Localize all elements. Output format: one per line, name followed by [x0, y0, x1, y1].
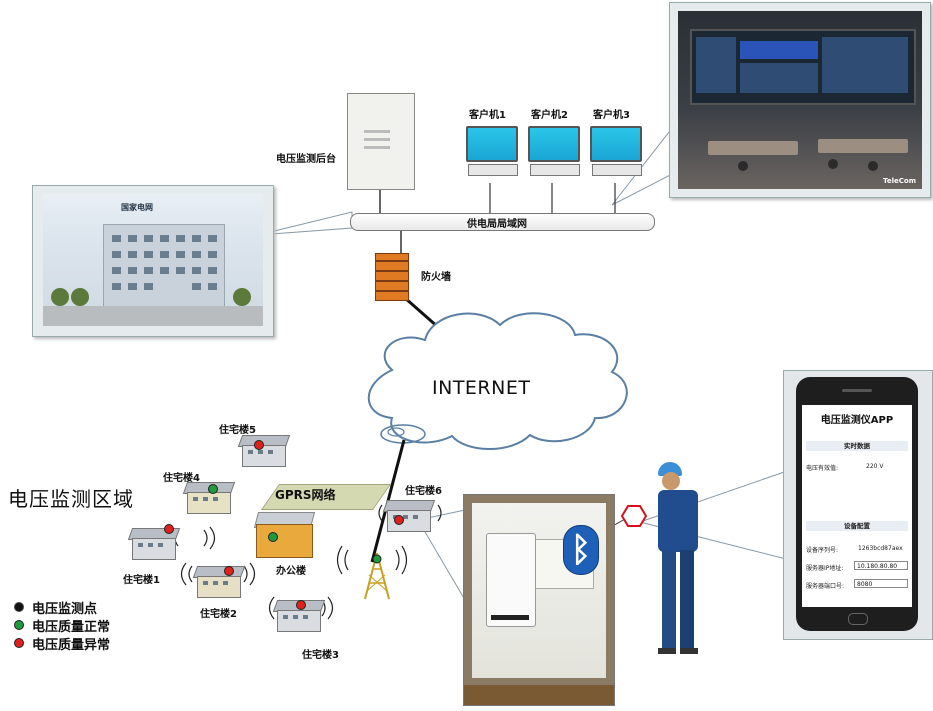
- lan-bus: [350, 213, 655, 231]
- building2-icon: [192, 566, 246, 598]
- building6-icon: [382, 500, 436, 532]
- tree: [71, 288, 89, 306]
- building2-label: 住宅楼2: [200, 609, 237, 620]
- gprs-label: GPRS网络: [275, 488, 336, 502]
- control-room-photo-frame: TeleCom: [669, 2, 931, 198]
- headquarters-building: [103, 224, 225, 316]
- handheld-marker: [620, 505, 648, 527]
- client2-label: 客户机2: [531, 110, 568, 121]
- app-title: 电压监测仪APP: [820, 415, 894, 426]
- control-room-logo: TeleCom: [883, 177, 916, 185]
- office-status-dot: [268, 532, 278, 542]
- building6-label: 住宅楼6: [405, 486, 442, 497]
- chair: [828, 159, 838, 169]
- ip-label: 服务器IP地址:: [806, 565, 844, 572]
- legend-label: 电压质量正常: [32, 620, 111, 635]
- bluetooth-icon: ᛒ: [563, 525, 599, 575]
- chair: [738, 161, 748, 171]
- realtime-section-header: 实时数据: [806, 441, 908, 451]
- serial-label: 设备序列号:: [806, 547, 839, 554]
- hq-logo-text: 国家电网: [121, 203, 153, 212]
- server-cabinet-icon: [347, 93, 415, 190]
- legend-dot-red: [14, 638, 24, 648]
- legend-label: 电压监测点: [32, 602, 98, 617]
- server-label: 电压监测后台: [276, 154, 336, 165]
- console-desk: [818, 139, 908, 153]
- control-room-photo: TeleCom: [678, 11, 922, 189]
- server-ip-input[interactable]: 10.180.80.80: [854, 561, 908, 570]
- chair: [868, 161, 878, 171]
- radio-tower-icon: [364, 552, 390, 600]
- lan-label: 供电局局域网: [467, 219, 527, 230]
- building3-icon: [272, 600, 326, 632]
- building3-label: 住宅楼3: [302, 650, 339, 661]
- shelf: [464, 685, 614, 705]
- video-wall: [690, 29, 916, 105]
- building4-status-dot: [208, 484, 218, 494]
- headquarters-photo-frame: 国家电网: [32, 185, 274, 337]
- voltage-value: 220 V: [866, 463, 884, 470]
- serial-value: 1263bcd87aex: [858, 545, 903, 552]
- console-desk: [708, 141, 798, 155]
- internet-label: INTERNET: [432, 377, 531, 399]
- phone-app-frame: 电压监测仪APP 实时数据 电压有效值: 220 V 设备配置 设备序列号: 1…: [783, 370, 933, 640]
- building6-status-dot: [394, 515, 404, 525]
- field-worker-figure: [650, 460, 720, 660]
- phone-speaker: [842, 389, 872, 392]
- building2-status-dot: [224, 566, 234, 576]
- region-title: 电压监测区域: [8, 487, 134, 511]
- tree: [233, 288, 251, 306]
- legend-dot-green: [14, 620, 24, 630]
- client3-label: 客户机3: [593, 110, 630, 121]
- legend-dot-black: [14, 602, 24, 612]
- phone-home-button: [848, 613, 868, 625]
- port-label: 服务器端口号:: [806, 583, 845, 590]
- building3-status-dot: [296, 600, 306, 610]
- internet-cloud: [367, 312, 628, 450]
- building5-status-dot: [254, 440, 264, 450]
- office-label: 办公楼: [276, 566, 306, 577]
- building4-label: 住宅楼4: [163, 473, 200, 484]
- building1-icon: [127, 528, 181, 560]
- firewall-label: 防火墙: [421, 272, 451, 283]
- voltage-monitor-device: [486, 533, 536, 627]
- tree: [51, 288, 69, 306]
- building1-label: 住宅楼1: [123, 575, 160, 586]
- headquarters-photo: 国家电网: [43, 194, 263, 326]
- phone-screen: 电压监测仪APP 实时数据 电压有效值: 220 V 设备配置 设备序列号: 1…: [802, 405, 912, 607]
- cloud-puff-2: [387, 427, 405, 437]
- firewall-icon: [375, 253, 409, 301]
- phone: 电压监测仪APP 实时数据 电压有效值: 220 V 设备配置 设备序列号: 1…: [796, 377, 918, 631]
- server-port-input[interactable]: 8080: [854, 579, 908, 588]
- client1-label: 客户机1: [469, 110, 506, 121]
- config-section-header: 设备配置: [806, 521, 908, 531]
- legend-label: 电压质量异常: [32, 638, 111, 653]
- building1-status-dot: [164, 524, 174, 534]
- office-building-icon: [253, 512, 316, 558]
- building5-icon: [237, 435, 291, 467]
- road: [43, 306, 263, 326]
- building5-label: 住宅楼5: [219, 425, 256, 436]
- voltage-label: 电压有效值:: [806, 465, 839, 472]
- meter-photo: ᛒ: [463, 494, 615, 706]
